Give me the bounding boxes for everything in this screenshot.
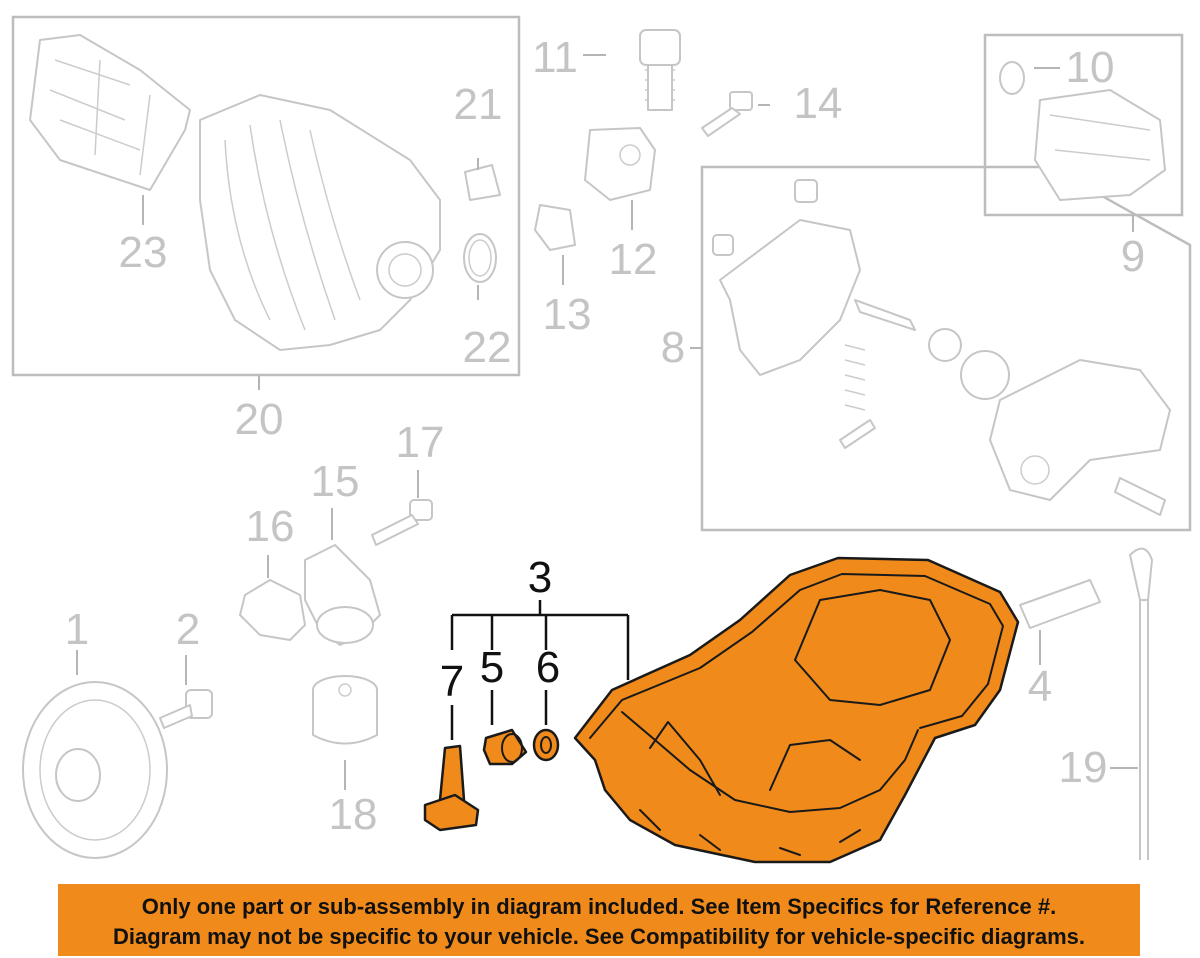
callout-20: 20 [234, 395, 284, 444]
callout-23: 23 [118, 228, 168, 277]
leader-lines-highlighted [450, 600, 630, 740]
callout-7: 7 [439, 657, 465, 706]
part-10-o-ring[interactable] [999, 61, 1025, 95]
leader-lines [76, 54, 1138, 790]
group-frame-intake [11, 15, 521, 377]
part-14-bolt[interactable] [701, 91, 753, 137]
notice-banner: Only one part or sub-assembly in diagram… [58, 884, 1140, 956]
part-21-gasket[interactable] [464, 164, 501, 201]
part-19-dipstick[interactable] [1129, 547, 1153, 860]
part-3-oil-pan[interactable] [573, 556, 1020, 864]
callout-11: 11 [532, 33, 578, 82]
part-2-pulley-bolt[interactable] [159, 689, 213, 729]
part-6-gasket[interactable] [532, 728, 560, 762]
callout-8: 8 [660, 323, 686, 372]
callout-6: 6 [535, 643, 561, 692]
part-23-engine-cover[interactable] [29, 34, 191, 191]
callout-12: 12 [608, 235, 658, 284]
callout-1: 1 [64, 605, 90, 654]
callout-4: 4 [1027, 662, 1053, 711]
part-12-control-valve[interactable] [584, 127, 656, 201]
part-1-crank-pulley[interactable] [22, 681, 168, 859]
group-frame-oil-pump [700, 165, 1192, 532]
part-5-drain-plug[interactable] [482, 728, 528, 766]
callout-22: 22 [462, 323, 512, 372]
callout-15: 15 [310, 457, 360, 506]
part-11-solenoid[interactable] [639, 29, 681, 111]
part-4-dipstick-tube[interactable] [1019, 579, 1101, 629]
callout-2: 2 [175, 605, 201, 654]
callout-17: 17 [395, 418, 445, 467]
callout-18: 18 [328, 790, 378, 839]
callout-21: 21 [453, 80, 503, 129]
part-18-oil-filter[interactable] [312, 675, 378, 745]
part-9-cover[interactable] [1034, 89, 1166, 201]
callout-9: 9 [1120, 232, 1146, 281]
notice-line-2: Diagram may not be specific to your vehi… [113, 924, 1085, 949]
group-frame-cover [983, 33, 1184, 217]
callout-10: 10 [1065, 43, 1115, 92]
callout-19: 19 [1058, 743, 1108, 792]
part-16-gasket[interactable] [239, 579, 306, 641]
callout-3: 3 [527, 553, 553, 602]
notice-line-1: Only one part or sub-assembly in diagram… [141, 894, 1057, 919]
part-8-oil-pump[interactable] [712, 179, 1171, 516]
part-17-bolt[interactable] [371, 499, 433, 546]
part-13-gasket[interactable] [534, 204, 576, 251]
part-20-intake-manifold[interactable] [199, 94, 441, 351]
callout-16: 16 [245, 502, 295, 551]
parts-diagram [11, 15, 1192, 864]
callout-5: 5 [479, 643, 505, 692]
callout-14: 14 [793, 79, 843, 128]
callout-13: 13 [542, 290, 592, 339]
part-15-filter-housing[interactable] [304, 544, 381, 646]
part-7-component[interactable] [423, 744, 480, 832]
part-22-o-ring[interactable] [463, 233, 497, 283]
